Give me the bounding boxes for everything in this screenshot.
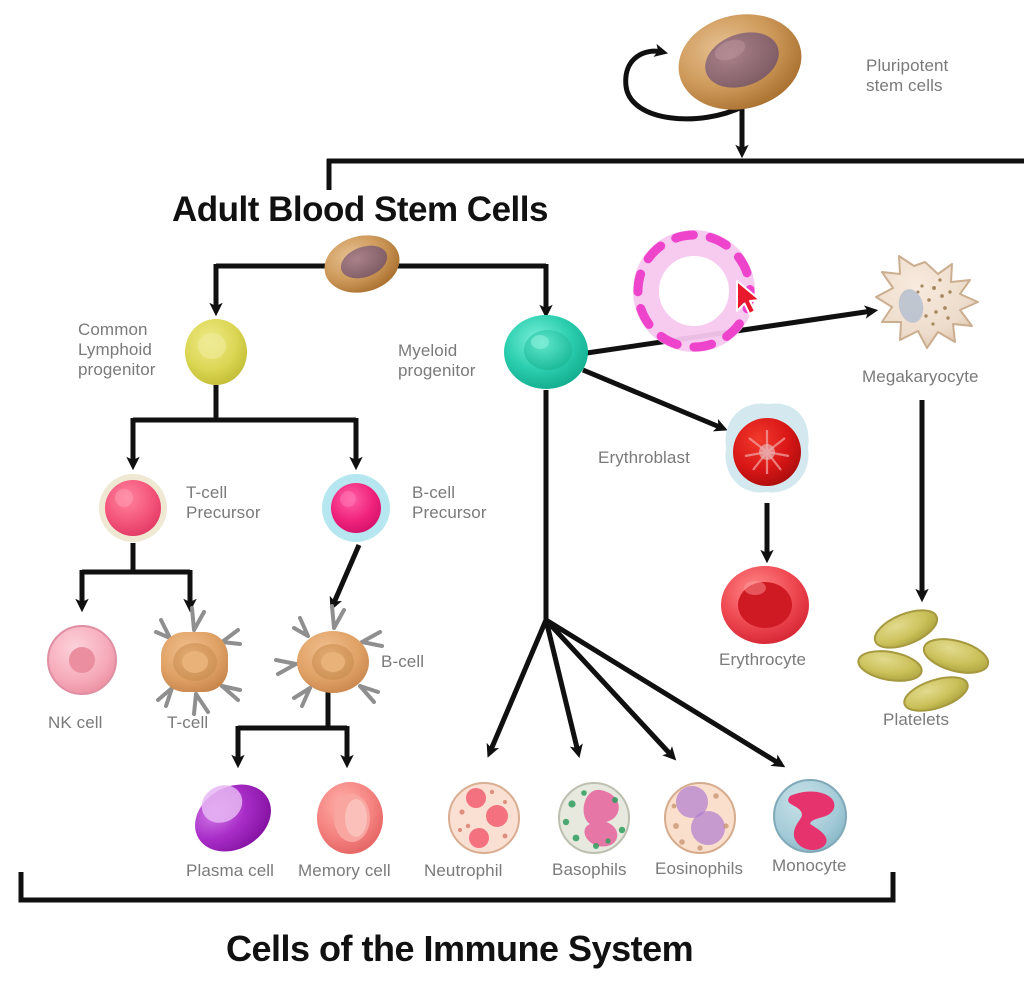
label-eosinophils: Eosinophils [655, 859, 744, 878]
label-memory-cell: Memory cell [298, 861, 391, 880]
cell-nk [47, 625, 117, 695]
label-basophils: Basophils [552, 860, 627, 879]
cell-basophils [558, 782, 630, 854]
label-monocyte: Monocyte [772, 856, 847, 875]
myeloid-to-eosinophils-arrow [544, 618, 677, 761]
highlight-ring-annotation[interactable] [633, 230, 755, 352]
cell-plasma [195, 784, 271, 852]
label-erythrocyte: Erythrocyte [719, 650, 807, 669]
myeloid-to-monocyte-arrow [544, 617, 786, 768]
label-b-cell: B-cell [381, 652, 425, 671]
myeloid-to-basophils-arrow [543, 619, 583, 759]
cell-erythroblast [725, 403, 809, 493]
label-b-cell-precursor: B-cell Precursor [412, 483, 487, 523]
label-pluripotent-stem-cells: Pluripotent stem cells [866, 56, 949, 96]
cell-b-cell [274, 604, 384, 708]
cell-t-cell-precursor [99, 474, 167, 542]
cell-neutrophil [448, 782, 520, 854]
cell-myeloid-progenitor [504, 315, 588, 389]
cell-common-lymphoid-progenitor [185, 319, 247, 385]
mouse-cursor [736, 280, 761, 315]
cell-b-cell-precursor [322, 474, 390, 542]
label-common-lymphoid-progenitor: Common Lymphoid progenitor [78, 320, 156, 380]
label-megakaryocyte: Megakaryocyte [862, 367, 979, 386]
label-erythroblast: Erythroblast [598, 448, 690, 467]
label-t-cell: T-cell [167, 713, 209, 732]
label-t-cell-precursor: T-cell Precursor [186, 483, 261, 523]
myeloid-to-erythroblast-arrow [582, 367, 728, 432]
bprecursor-to-bcell-arrow [329, 544, 362, 611]
cell-memory [317, 782, 383, 854]
cell-erythrocyte [721, 566, 809, 644]
cell-monocyte [773, 779, 847, 853]
cell-eosinophils [664, 782, 736, 854]
cell-t-cell [154, 606, 242, 716]
page-title-top: Adult Blood Stem Cells [172, 190, 548, 229]
label-myeloid-progenitor: Myeloid progenitor [398, 341, 476, 381]
cell-pluripotent-stem [678, 14, 802, 110]
label-neutrophil: Neutrophil [424, 861, 503, 880]
page-title-bottom: Cells of the Immune System [226, 928, 694, 969]
cell-adult-blood-stem [324, 235, 400, 293]
bottom-bracket [18, 872, 896, 903]
cell-megakaryocyte [875, 255, 979, 349]
cell-platelets [857, 609, 990, 712]
myeloid-to-neutrophil-arrow [486, 619, 549, 758]
connector-lines [18, 43, 1024, 903]
label-plasma-cell: Plasma cell [186, 861, 275, 880]
label-nk-cell: NK cell [48, 713, 103, 732]
label-platelets: Platelets [883, 710, 950, 729]
self-renewal-loop-arrow [623, 43, 746, 122]
